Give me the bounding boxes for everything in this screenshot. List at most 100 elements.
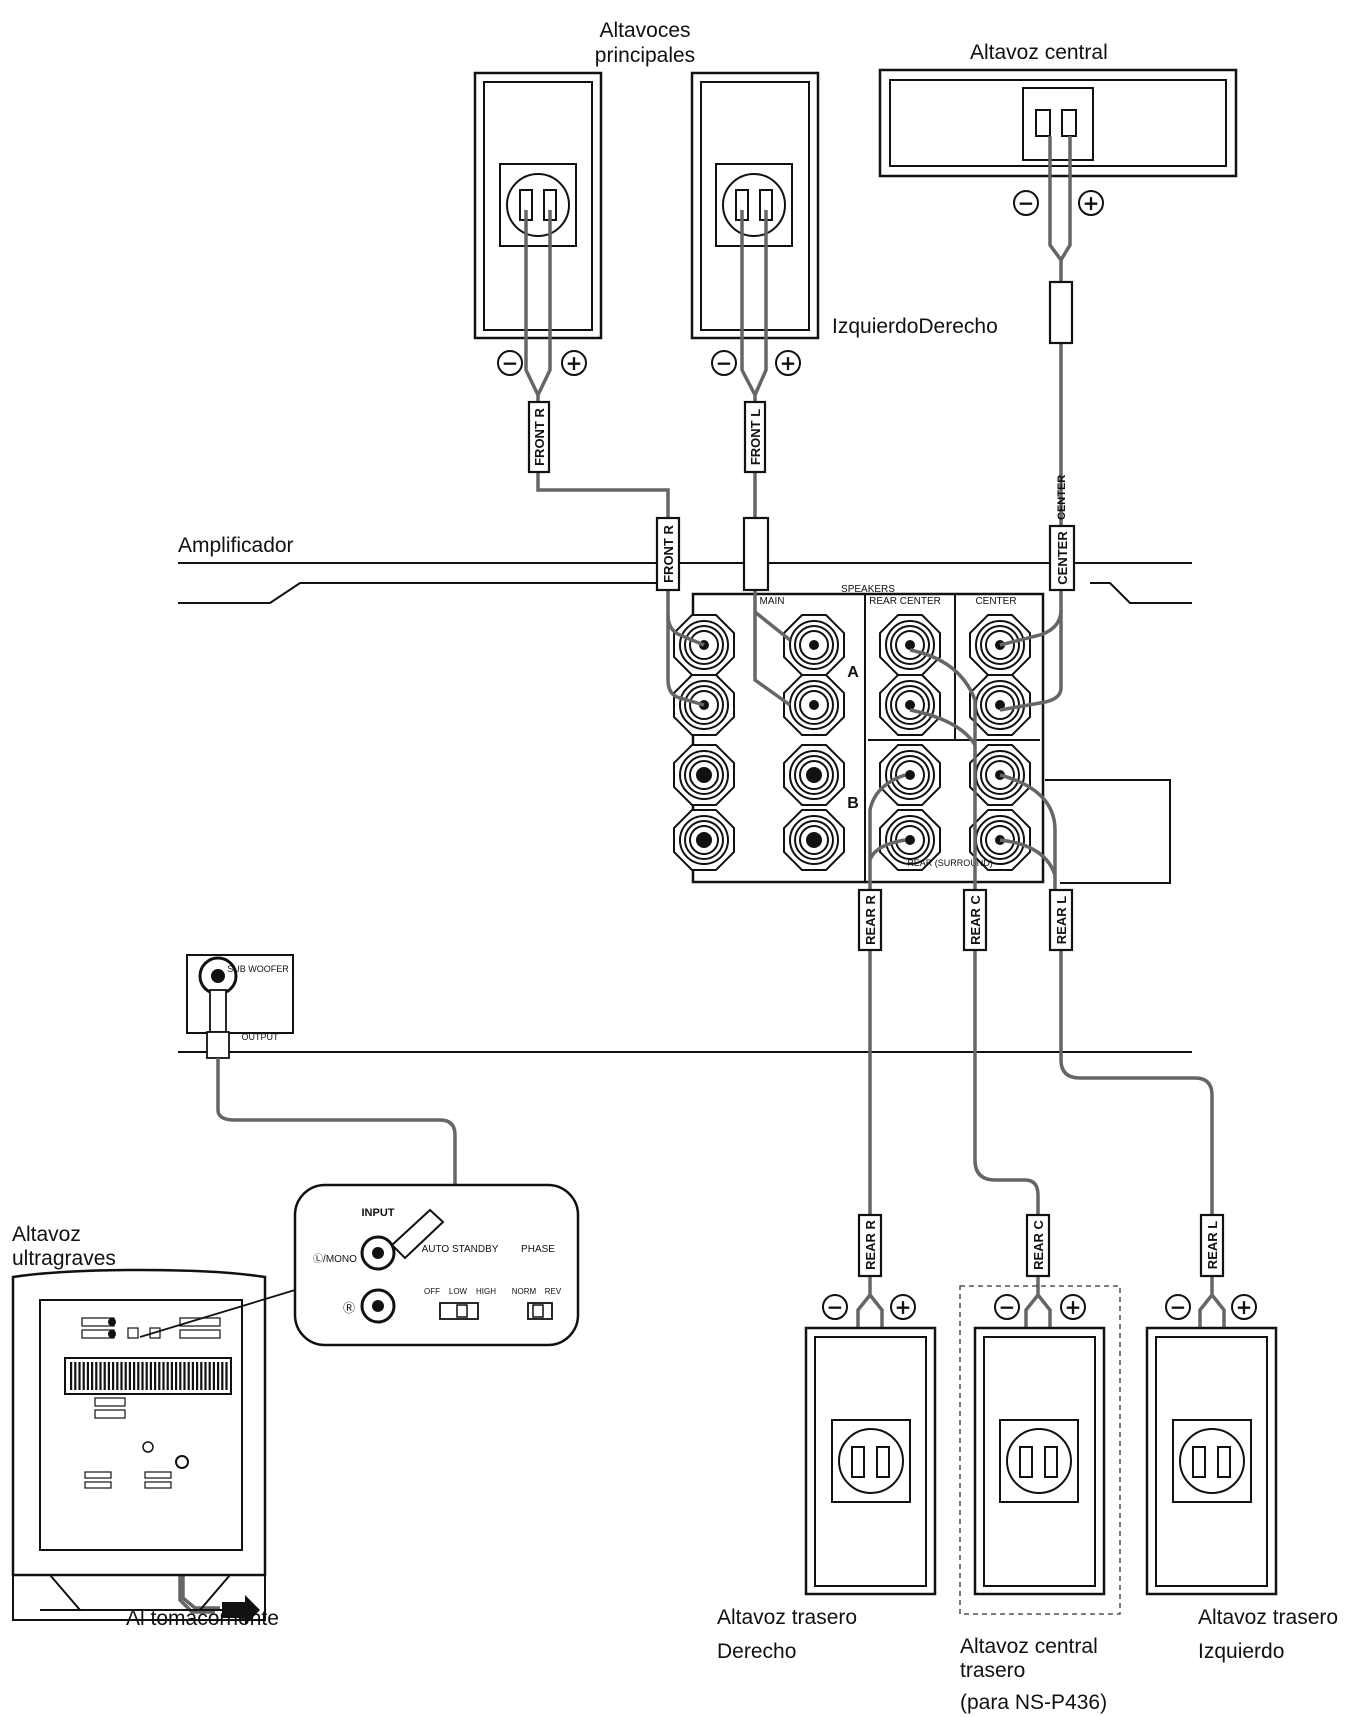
vent-slat: [191, 1362, 194, 1390]
main-speakers-caption: Altavoces principales: [594, 19, 696, 67]
front-l-plus-icon: +: [775, 350, 801, 376]
tag-front-r-amp: FRONT R: [655, 516, 681, 592]
vent-slat: [107, 1362, 110, 1390]
binding-post-b: [783, 809, 845, 871]
binding-post-b: [673, 744, 735, 806]
output-label: OUTPUT: [242, 1032, 280, 1042]
svg-text:REAR R: REAR R: [863, 1219, 878, 1269]
binding-post-b: [673, 809, 735, 871]
vent-slat: [99, 1362, 102, 1390]
vent-slat: [74, 1362, 77, 1390]
group-a-label: A: [847, 664, 859, 681]
tag-rear-l-amp: REAR L: [1048, 888, 1074, 952]
vent-slat: [183, 1362, 186, 1390]
svg-text:−: −: [1170, 1295, 1187, 1319]
rear-l-minus-icon: −: [1165, 1294, 1191, 1320]
subwoofer-output-jack: SUB WOOFER OUTPUT: [186, 954, 294, 1059]
subwoofer-vent: [70, 1362, 228, 1390]
rear-center-speaker: [959, 1285, 1121, 1615]
tag-rear-r-speaker: REAR R: [857, 1213, 883, 1278]
svg-text:+: +: [566, 351, 583, 375]
binding-post-a: [783, 614, 845, 676]
tag-front-l-amp: [742, 516, 770, 592]
front-r-minus-icon: −: [497, 350, 523, 376]
binding-post-a: [969, 674, 1031, 736]
front-left-speaker: [690, 71, 820, 340]
svg-text:FRONT R: FRONT R: [661, 525, 676, 583]
binding-post-a: [879, 674, 941, 736]
vent-slat: [212, 1362, 215, 1390]
rear-center-caption-line3: (para NS-P436): [960, 1691, 1108, 1714]
vent-slat: [103, 1362, 106, 1390]
high-label: HIGH: [476, 1287, 496, 1296]
rear-left-caption-line2: Izquierdo: [1198, 1640, 1285, 1663]
front-r-plus-icon: +: [561, 350, 587, 376]
vent-slat: [137, 1362, 140, 1390]
rear-left-speaker: [1145, 1326, 1278, 1596]
vent-slat: [124, 1362, 127, 1390]
auto-standby-label: AUTO STANDBY: [422, 1244, 499, 1255]
vent-slat: [170, 1362, 173, 1390]
rear-center-caption-line2: trasero: [960, 1659, 1026, 1682]
vent-slat: [208, 1362, 211, 1390]
svg-text:+: +: [780, 351, 797, 375]
vent-slat: [70, 1362, 73, 1390]
center-minus-icon: −: [1013, 190, 1039, 216]
rear-left-caption-line1: Altavoz trasero: [1198, 1606, 1339, 1629]
low-label: LOW: [449, 1287, 468, 1296]
vent-slat: [217, 1362, 220, 1390]
rear-c-plus-icon: +: [1060, 1294, 1086, 1320]
rear-right-caption-line1: Altavoz trasero: [717, 1606, 858, 1629]
phase-label: PHASE: [521, 1244, 555, 1255]
subwoofer-unit: [11, 1268, 296, 1621]
front-right-speaker: [473, 71, 603, 340]
terminal-posts: [673, 614, 1031, 871]
vent-slat: [141, 1362, 144, 1390]
vent-slat: [149, 1362, 152, 1390]
svg-text:+: +: [1065, 1295, 1082, 1319]
vent-slat: [200, 1362, 203, 1390]
vent-slat: [166, 1362, 169, 1390]
rear-center-caption-line1: Altavoz central: [960, 1635, 1098, 1658]
speakers-label: SPEAKERS: [841, 584, 895, 595]
norm-label: NORM: [512, 1287, 537, 1296]
svg-text:REAR L: REAR L: [1054, 896, 1069, 944]
front-l-minus-icon: −: [711, 350, 737, 376]
tag-front-l-speaker: FRONT L: [743, 400, 767, 474]
outlet-caption: Al tomacorriente: [126, 1607, 279, 1630]
amplifier-chassis: [178, 562, 1192, 1053]
subwoofer-input-panel: INPUT Ⓛ/MONO Ⓡ AUTO STANDBY PHASE OFF LO…: [293, 1183, 580, 1347]
right-jack-label: Ⓡ: [343, 1301, 355, 1315]
rear-r-minus-icon: −: [822, 1294, 848, 1320]
amplifier-caption: Amplificador: [178, 534, 294, 557]
tag-rear-c-amp: REAR C: [962, 888, 988, 952]
svg-text:+: +: [895, 1295, 912, 1319]
vent-slat: [95, 1362, 98, 1390]
vent-slat: [179, 1362, 182, 1390]
vent-slat: [128, 1362, 131, 1390]
vent-slat: [120, 1362, 123, 1390]
vent-slat: [116, 1362, 119, 1390]
svg-text:REAR L: REAR L: [1205, 1221, 1220, 1269]
vent-slat: [221, 1362, 224, 1390]
binding-post-a: [783, 674, 845, 736]
left-right-caption: IzquierdoDerecho: [832, 315, 998, 338]
svg-text:REAR R: REAR R: [863, 894, 878, 944]
svg-text:−: −: [502, 351, 519, 375]
sub-woofer-label: SUB WOOFER: [227, 964, 289, 974]
center-speaker-caption: Altavoz central: [970, 41, 1108, 64]
rear-l-plus-icon: +: [1231, 1294, 1257, 1320]
binding-post-b: [783, 744, 845, 806]
svg-text:FRONT R: FRONT R: [532, 408, 547, 466]
svg-text:−: −: [1018, 191, 1035, 215]
center-stray-label: CENTER: [1056, 475, 1068, 520]
vent-slat: [154, 1362, 157, 1390]
vent-slat: [162, 1362, 165, 1390]
rear-center-label: REAR CENTER: [869, 596, 941, 607]
svg-text:CENTER: CENTER: [1056, 475, 1068, 520]
rear-r-plus-icon: +: [890, 1294, 916, 1320]
vent-slat: [91, 1362, 94, 1390]
vent-slat: [196, 1362, 199, 1390]
center-plus-icon: +: [1078, 190, 1104, 216]
tag-rear-r-amp: REAR R: [857, 888, 883, 952]
